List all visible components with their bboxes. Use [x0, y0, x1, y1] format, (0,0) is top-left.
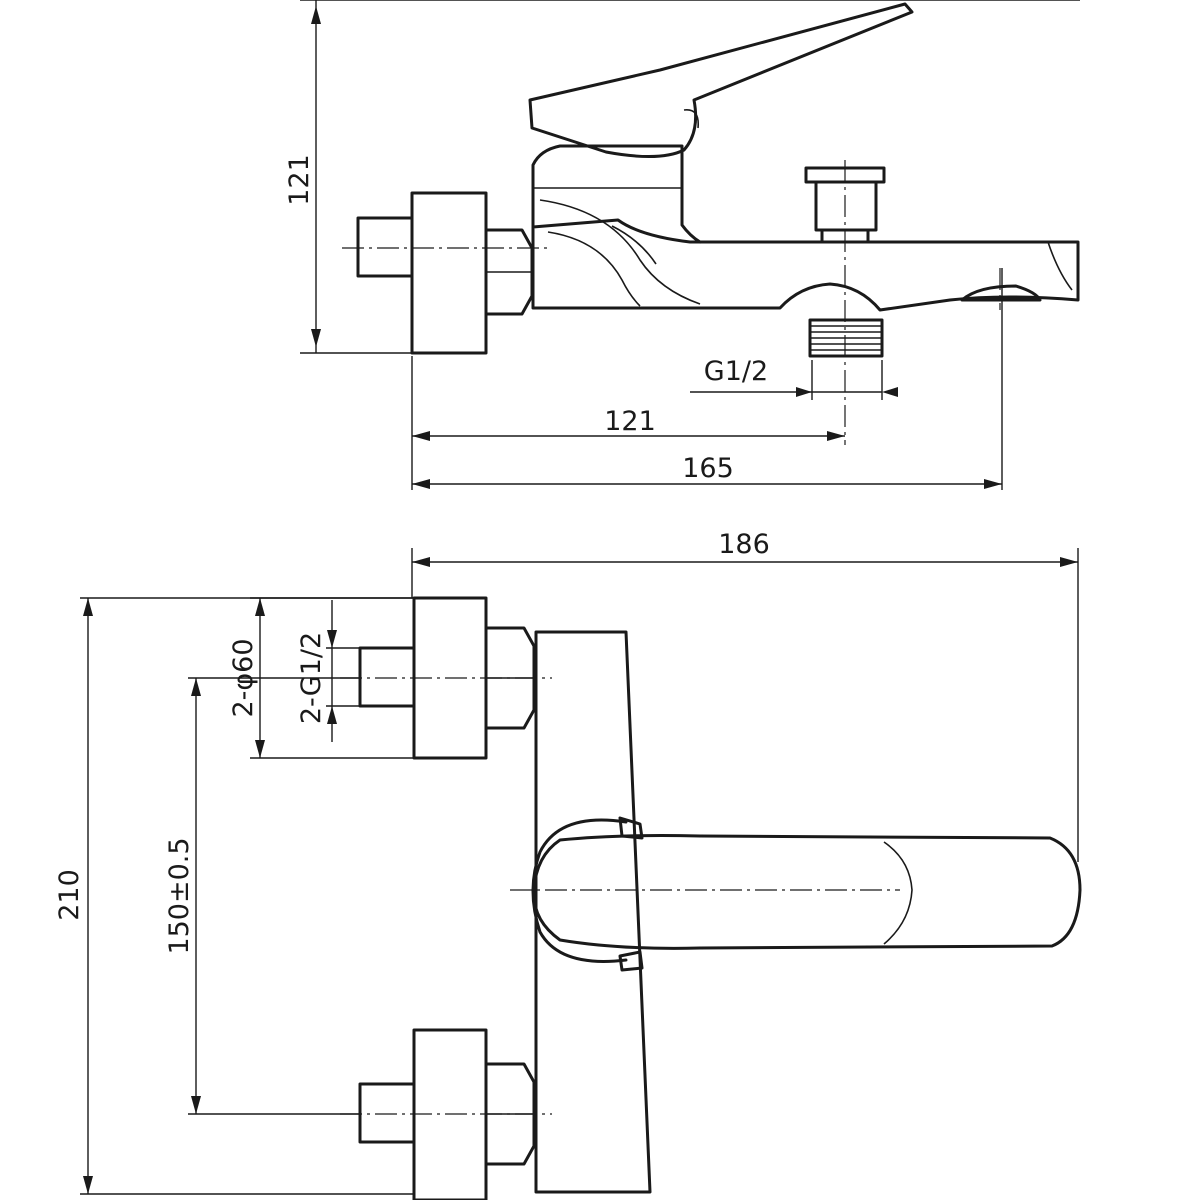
dim-overall-depth-label: 165 — [682, 453, 734, 484]
front-lower-hex-nut — [484, 1062, 536, 1166]
side-lever-handle — [528, 2, 914, 159]
front-lever-handle — [532, 834, 1082, 950]
front-lower-inlet-pipe — [358, 1082, 416, 1144]
front-upper-hex-nut — [484, 626, 536, 730]
side-view: 121 G1/2 121 165 — [284, 0, 1080, 490]
side-wall-flange — [410, 191, 488, 355]
dim-height-label: 121 — [284, 154, 315, 206]
dim-outlet-offset-label: 121 — [604, 406, 656, 437]
side-body — [531, 218, 1080, 312]
dim-inlet-thread-label: 2-G1/2 — [296, 632, 327, 724]
front-lower-flange — [412, 1028, 488, 1200]
dim-flange-diameter-label: 2-φ60 — [228, 638, 259, 717]
dim-overall-width-label: 186 — [718, 529, 770, 560]
front-handle-base — [531, 818, 628, 963]
front-body — [534, 630, 652, 1194]
dim-overall-height-label: 210 — [54, 869, 85, 921]
front-view: 186 210 150±0.5 2-φ60 2-G1/2 — [54, 529, 1082, 1200]
dim-inlet-spacing-label: 150±0.5 — [164, 837, 195, 954]
dim-outlet-thread-label: G1/2 — [704, 356, 768, 387]
side-cartridge — [531, 144, 702, 244]
side-inlet-pipe — [356, 216, 414, 278]
front-upper-inlet-pipe — [358, 646, 416, 708]
